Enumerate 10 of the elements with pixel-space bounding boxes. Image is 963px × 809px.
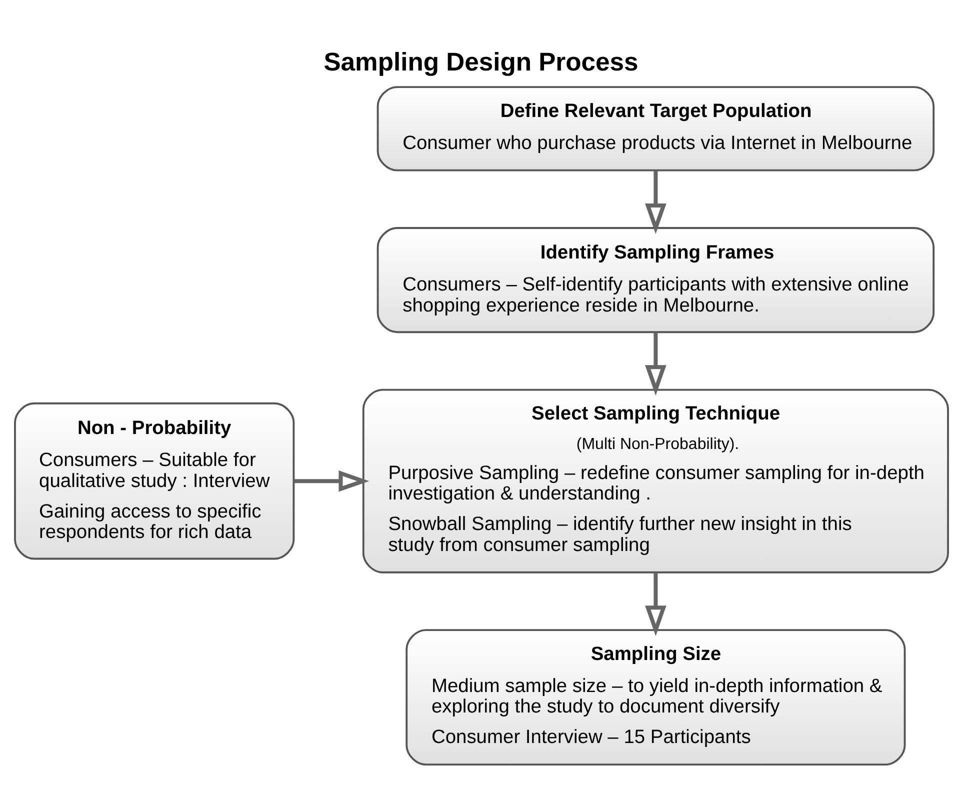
node-box: Select Sampling Technique (Multi Non-Probability). Purposive Sampling – redefine consumer sampling for in-depth investigation & understanding . Snowball Sampling – identify further new insight in this study from consumer sampling bbox=[362, 388, 949, 573]
arrow bbox=[645, 170, 666, 234]
arrow bbox=[645, 572, 666, 636]
node-box: Sampling Size Medium sample size – to yield in-depth information & exploring the study to document diversify Consumer Interview – 15 Participants bbox=[406, 628, 906, 766]
diagram-title: Sampling Design Process bbox=[324, 48, 638, 76]
node-box: Define Relevant Target Population Consumer who purchase products via Internet in Melbourne bbox=[376, 86, 935, 171]
arrow bbox=[645, 332, 666, 396]
node-box: Non - Probability Consumers – Suitable for qualitative study : Interview Gaining access to specific respondents for rich data bbox=[14, 402, 295, 560]
arrow bbox=[294, 470, 370, 492]
node-box: Identify Sampling Frames Consumers – Self-identify participants with extensive online shopping experience reside in Melbourne. bbox=[376, 226, 935, 333]
